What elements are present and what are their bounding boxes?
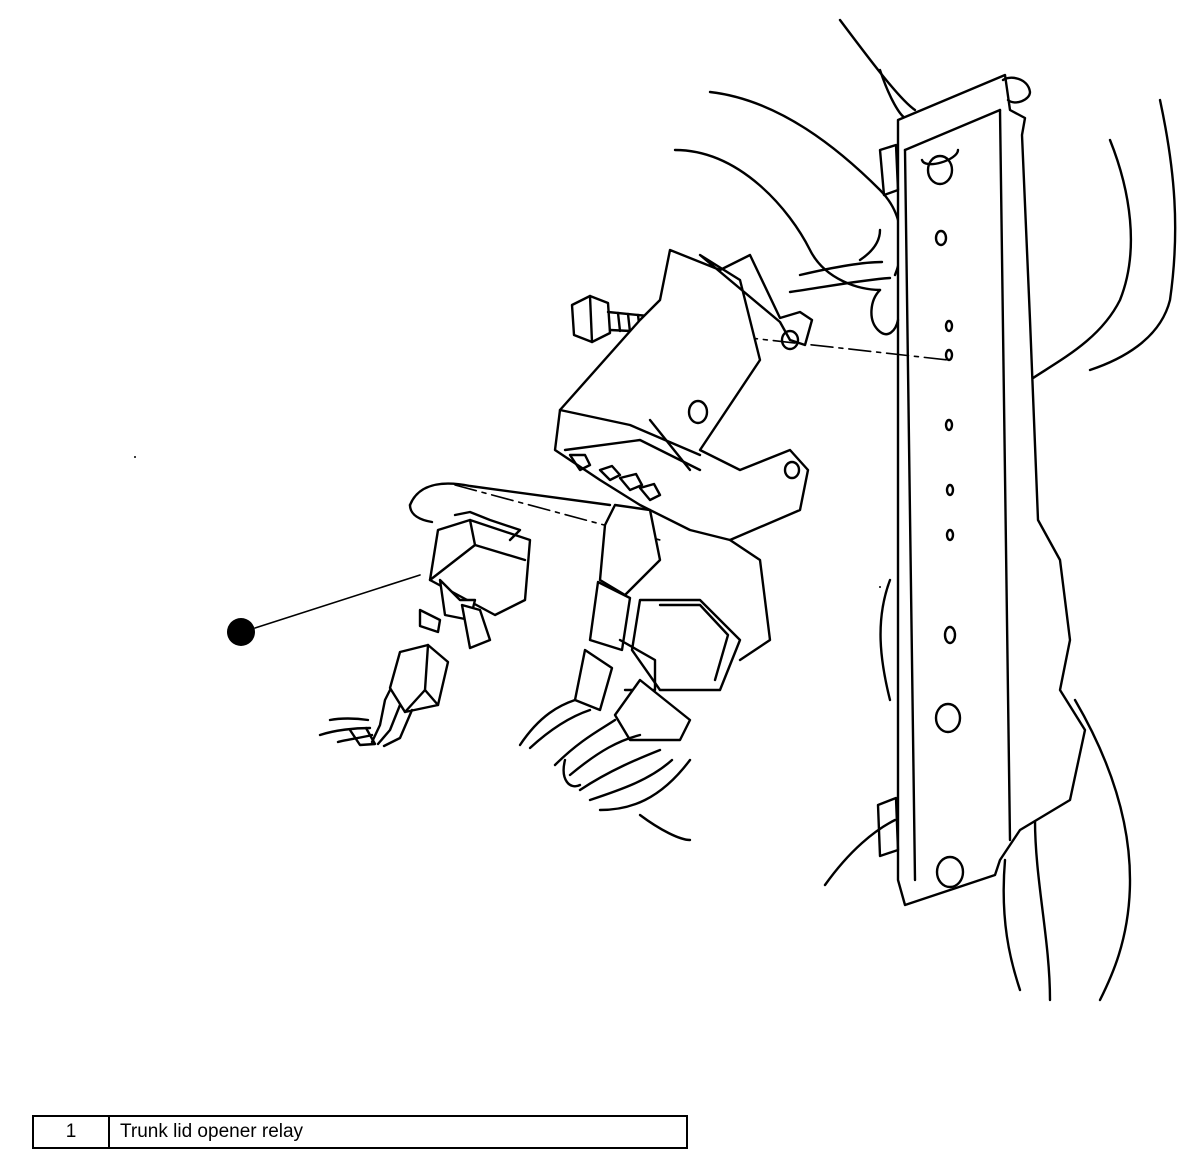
- wire-harness-upper: [788, 228, 900, 336]
- legend-table: 1 Trunk lid opener relay: [32, 1115, 688, 1149]
- vertical-rail: [876, 73, 1087, 907]
- legend-item-number: 1: [34, 1117, 110, 1147]
- relay-connector: [318, 643, 450, 748]
- relay-alignment-line: [454, 484, 661, 541]
- stray-dot: [879, 586, 881, 588]
- callout-1: 1: [227, 574, 421, 646]
- stray-dot: [134, 456, 136, 458]
- bracket-connectors: [518, 503, 742, 842]
- relay-bracket: [553, 248, 814, 662]
- legend-item-description: Trunk lid opener relay: [120, 1121, 304, 1142]
- background-body-panel: [673, 18, 1177, 1002]
- callout-number: 1: [234, 621, 248, 646]
- trunk-lid-opener-relay: [408, 482, 612, 650]
